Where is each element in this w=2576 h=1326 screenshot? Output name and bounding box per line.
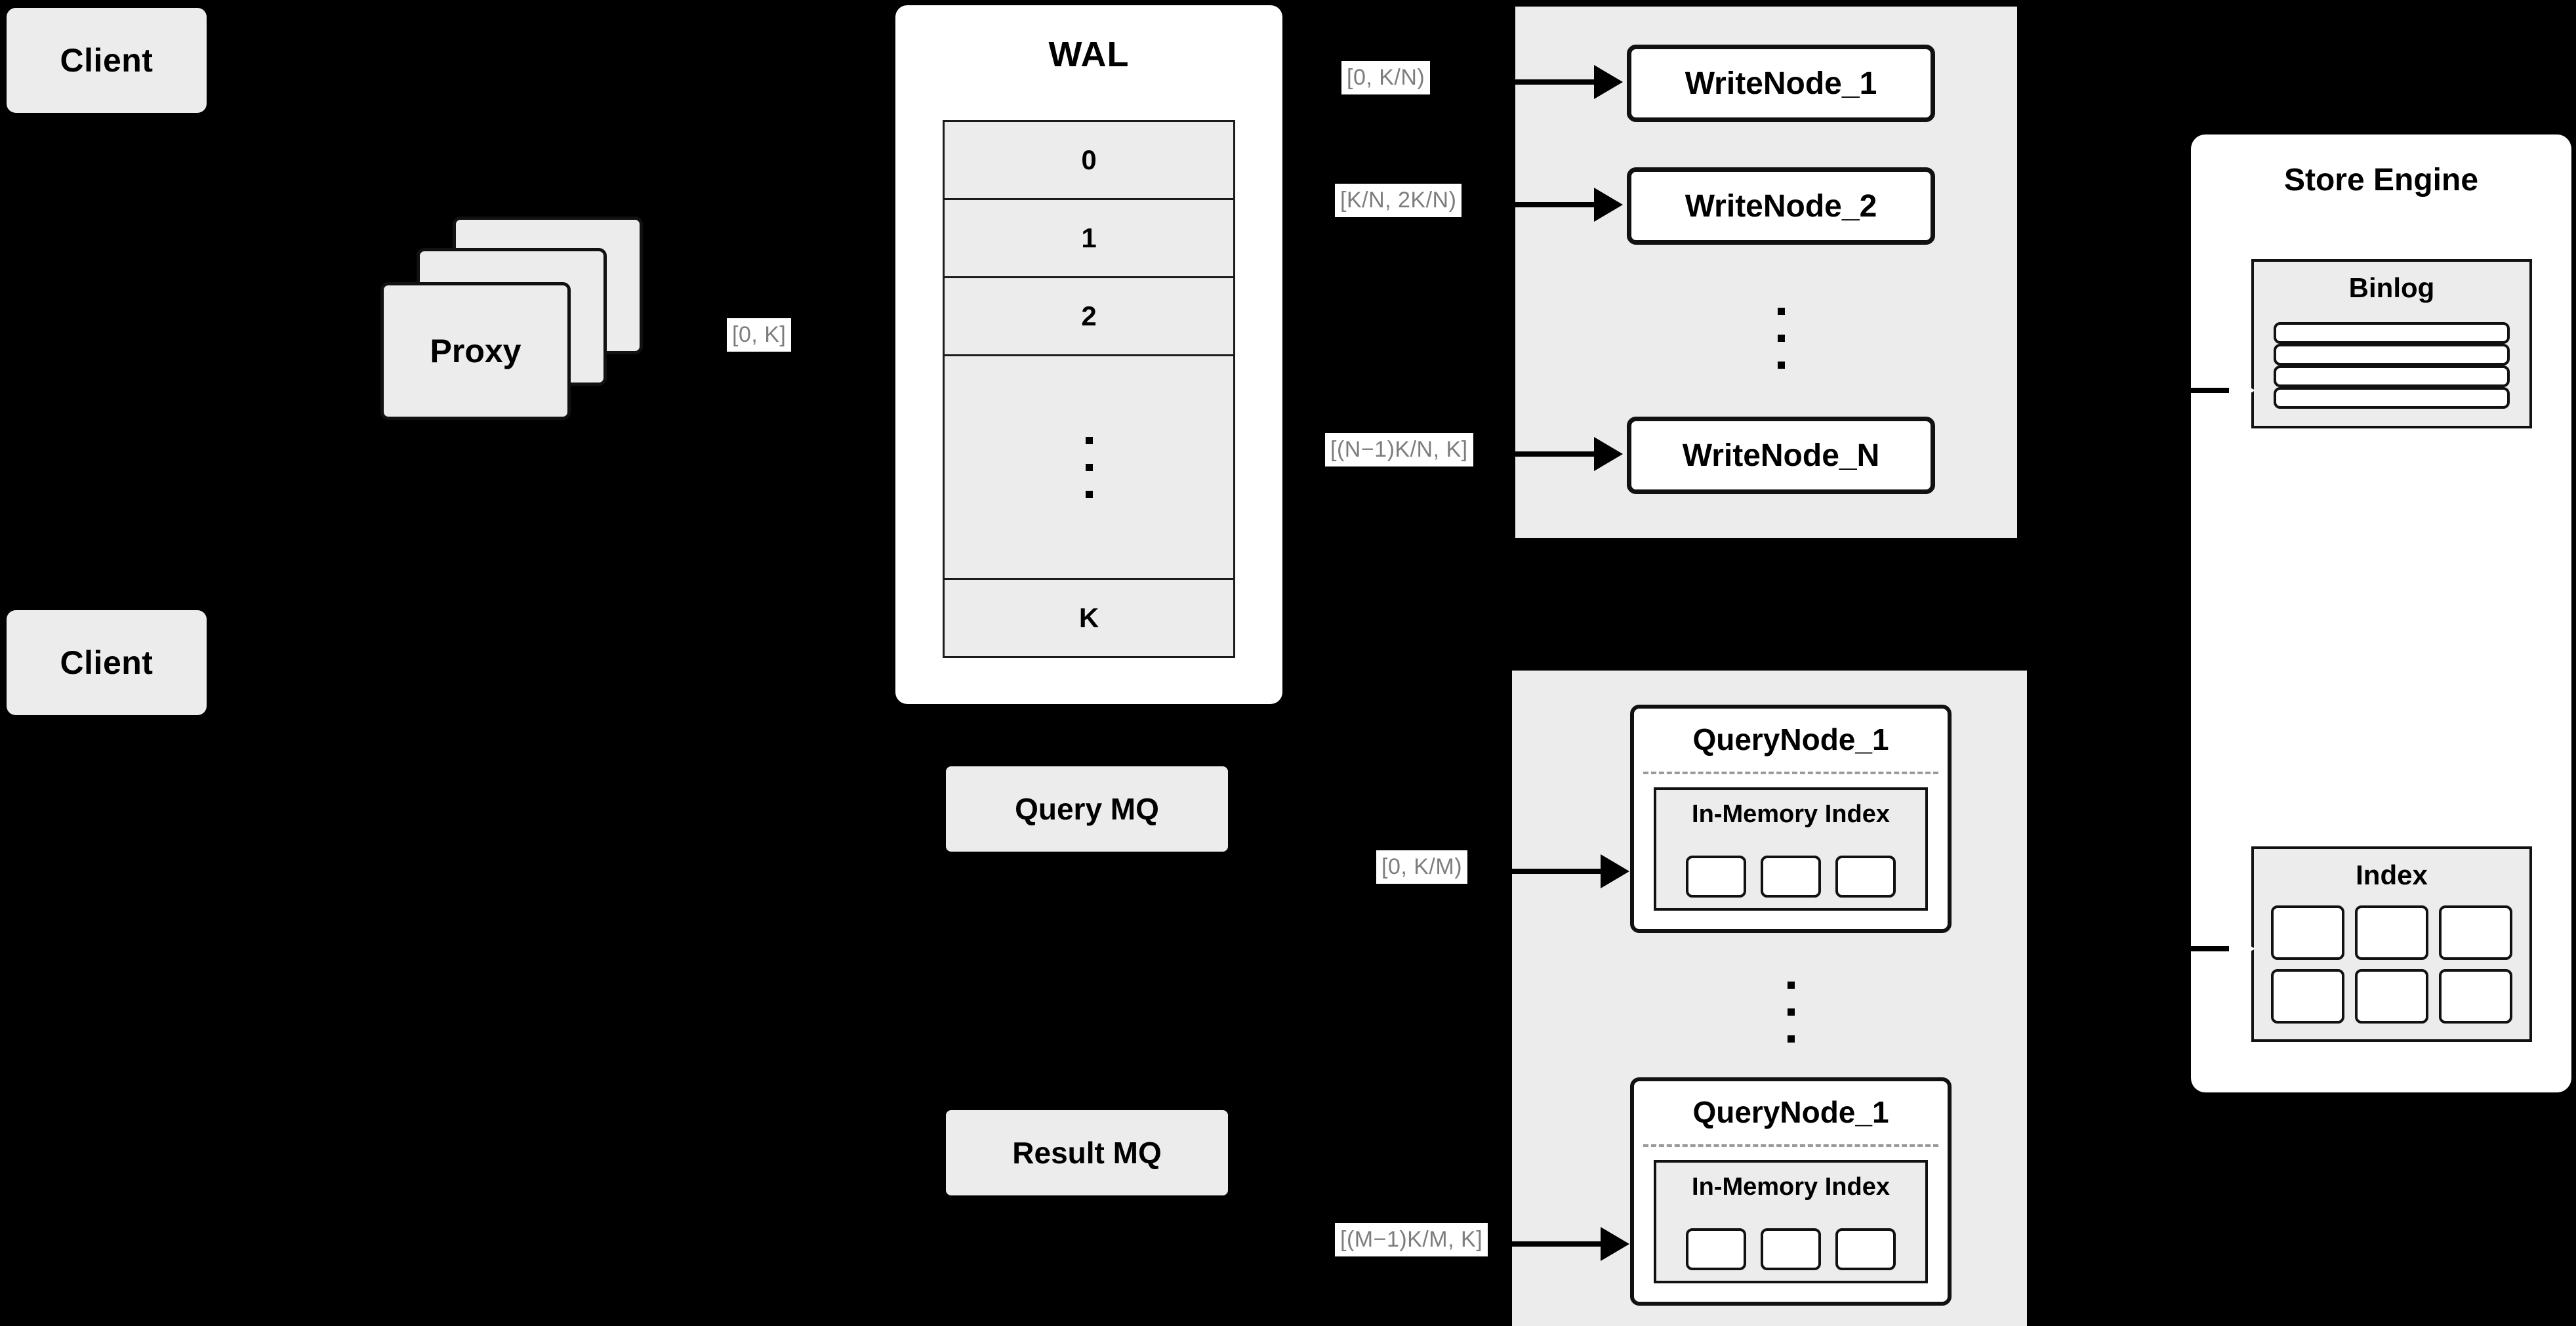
- arrow-head-write-node-2: [1594, 188, 1623, 222]
- binlog-title: Binlog: [2348, 272, 2435, 303]
- index-cell: [2439, 969, 2512, 1024]
- index-cell: [2271, 969, 2344, 1024]
- write-node-label: WriteNode_1: [1685, 66, 1877, 101]
- write-node-card-n[interactable]: WriteNode_N: [1627, 417, 1935, 494]
- index-box: Index: [2251, 846, 2532, 1042]
- index-cell: [1761, 856, 1821, 898]
- index-cell: [2439, 905, 2512, 960]
- wal-title: WAL: [1048, 35, 1130, 74]
- write-node-card-2[interactable]: WriteNode_2: [1627, 167, 1935, 245]
- arrow-line-write-node-n: [1509, 451, 1597, 457]
- arrow-line-query-node-m: [1502, 1241, 1604, 1247]
- index-cell: [1761, 1228, 1821, 1270]
- arrow-line-binlog: [2191, 388, 2230, 393]
- index-cell: [1686, 856, 1746, 898]
- result-mq-box[interactable]: Result MQ: [946, 1110, 1228, 1195]
- arrow-line-write-node-2: [1509, 202, 1597, 207]
- vertical-dots-icon: [1085, 436, 1093, 498]
- index-cell: [2355, 905, 2428, 960]
- binlog-row: [2274, 365, 2510, 387]
- index-cell: [2355, 969, 2428, 1024]
- range-label-write-node-2: [K/N, 2K/N): [1335, 184, 1462, 217]
- query-node-group-panel: QueryNode_1 In-Memory Index QueryNode_1 …: [1512, 671, 2027, 1326]
- range-label-query-node-m: [(M−1)K/M, K]: [1335, 1223, 1488, 1256]
- query-node-title: QueryNode_1: [1692, 722, 1889, 756]
- write-node-group-panel: WriteNode_1 WriteNode_2 WriteNode_N: [1515, 7, 2017, 538]
- store-engine-panel: Store Engine Binlog Index: [2191, 135, 2571, 1092]
- in-memory-index-title: In-Memory Index: [1692, 1173, 1890, 1201]
- index-cell: [2271, 905, 2344, 960]
- binlog-row: [2274, 322, 2510, 344]
- proxy-front-card[interactable]: Proxy: [380, 282, 571, 420]
- wal-panel: WAL 0 1 2 K: [895, 5, 1282, 704]
- query-mq-label: Query MQ: [1015, 792, 1159, 826]
- wal-row: K: [1078, 602, 1099, 633]
- wal-row: 0: [945, 122, 1233, 200]
- index-title: Index: [2356, 860, 2428, 890]
- query-node-vertical-dots-icon: [1630, 953, 1952, 1071]
- write-node-label: WriteNode_N: [1682, 438, 1880, 473]
- arrow-line-write-node-1: [1509, 79, 1597, 85]
- query-node-card-m[interactable]: QueryNode_1 In-Memory Index: [1630, 1077, 1952, 1306]
- wal-row: 1: [945, 200, 1233, 278]
- client-label: Client: [60, 644, 153, 681]
- store-engine-title: Store Engine: [2283, 163, 2479, 197]
- proxy-label: Proxy: [430, 333, 521, 369]
- arrow-head-open-binlog: [2225, 373, 2256, 407]
- arrow-index-inbound: [2191, 932, 2276, 971]
- proxy-stack[interactable]: Proxy: [380, 217, 669, 433]
- query-node-card-1[interactable]: QueryNode_1 In-Memory Index: [1630, 705, 1952, 933]
- in-memory-index-box-2: In-Memory Index: [1654, 1160, 1928, 1283]
- range-label-query-node-1: [0, K/M): [1376, 850, 1468, 884]
- range-label-write-node-1: [0, K/N): [1341, 61, 1431, 94]
- binlog-row: [2274, 387, 2510, 409]
- write-node-vertical-dots-icon: [1627, 279, 1935, 397]
- write-node-card-1[interactable]: WriteNode_1: [1627, 45, 1935, 122]
- arrow-head-query-node-m: [1601, 1227, 1629, 1261]
- query-node-title: QueryNode_1: [1692, 1095, 1889, 1129]
- query-node-divider: [1643, 1144, 1938, 1147]
- arrow-head-write-node-1: [1594, 65, 1623, 99]
- query-node-divider: [1643, 772, 1938, 774]
- arrow-head-write-node-n: [1594, 437, 1623, 471]
- wal-row: 2: [945, 278, 1233, 356]
- client-label: Client: [60, 42, 153, 79]
- binlog-box: Binlog: [2251, 259, 2532, 428]
- arrow-binlog-inbound: [2191, 373, 2276, 413]
- binlog-row: [2274, 344, 2510, 365]
- arrow-head-query-node-1: [1601, 854, 1629, 888]
- index-cell: [1835, 856, 1896, 898]
- query-mq-box[interactable]: Query MQ: [946, 766, 1228, 852]
- range-label-proxy-out: [0, K]: [727, 318, 792, 352]
- client-box-1[interactable]: Client: [7, 8, 207, 113]
- range-label-write-node-n: [(N−1)K/N, K]: [1325, 433, 1473, 466]
- index-cell: [1835, 1228, 1896, 1270]
- client-box-2[interactable]: Client: [7, 610, 207, 715]
- in-memory-index-title: In-Memory Index: [1692, 800, 1890, 828]
- binlog-rows: [2274, 322, 2510, 409]
- in-memory-index-box-1: In-Memory Index: [1654, 787, 1928, 911]
- wal-row-ellipsis: [945, 356, 1233, 580]
- index-grid: [2271, 905, 2512, 1024]
- in-memory-index-cells: [1656, 1228, 1925, 1270]
- wal-table: 0 1 2 K: [943, 120, 1235, 658]
- arrow-head-open-index: [2225, 932, 2256, 966]
- index-cell: [1686, 1228, 1746, 1270]
- write-node-label: WriteNode_2: [1685, 188, 1877, 224]
- arrow-line-index: [2191, 946, 2230, 951]
- result-mq-label: Result MQ: [1012, 1136, 1162, 1170]
- arrow-line-query-node-1: [1502, 869, 1604, 874]
- in-memory-index-cells: [1656, 856, 1925, 898]
